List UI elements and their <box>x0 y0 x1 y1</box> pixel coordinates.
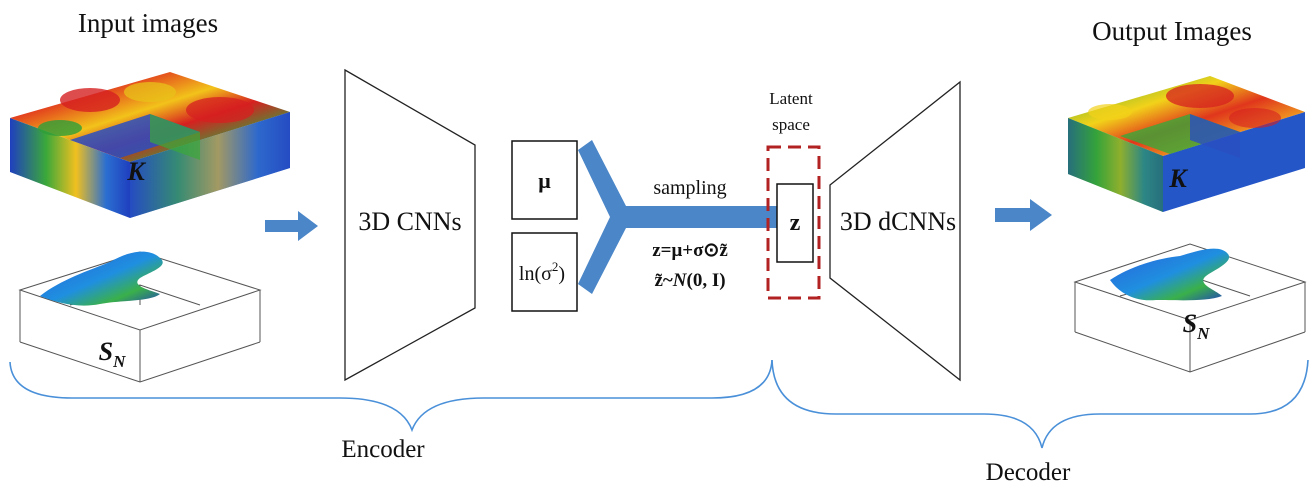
latent-space-label-line1: Latent <box>769 89 813 108</box>
output-sn-block <box>1073 243 1307 373</box>
decoder-block-label: 3D dCNNs <box>840 207 956 236</box>
input-sn-label: SN <box>99 337 126 371</box>
decoder-brace <box>771 359 1309 449</box>
sampling-label: sampling <box>653 177 726 199</box>
latent-space-box <box>766 145 821 300</box>
output-sn-blob <box>1110 248 1230 301</box>
input-k-block <box>10 72 290 218</box>
output-sn-label: SN <box>1183 309 1210 343</box>
encoder-label: Encoder <box>341 436 425 463</box>
logvar-box <box>511 232 578 312</box>
z-box <box>776 183 814 263</box>
output-k-block <box>1068 76 1305 212</box>
logvar-label: ln(σ2) <box>519 259 565 285</box>
input-images-title: Input images <box>78 8 218 38</box>
decoder-label: Decoder <box>986 459 1071 486</box>
output-k-label: K <box>1168 164 1188 193</box>
input-k-label: K <box>126 157 146 186</box>
z-label: z <box>790 210 801 236</box>
decoder-trapezoid <box>829 80 961 382</box>
latent-space-label-line2: space <box>772 115 810 134</box>
input-arrow <box>265 211 318 241</box>
encoder-block-label: 3D CNNs <box>358 207 461 236</box>
output-images-title: Output Images <box>1092 16 1252 46</box>
mu-box <box>511 140 578 220</box>
input-sn-blob <box>40 251 163 306</box>
encoder-trapezoid <box>344 68 476 382</box>
encoder-brace <box>9 359 773 433</box>
prior-equation: z̃~N(0, I) <box>654 270 725 291</box>
mu-label: μ <box>538 168 551 193</box>
sampling-merge <box>578 140 780 294</box>
reparam-equation: z=μ+σ⊙z̃ <box>652 240 728 261</box>
output-arrow <box>995 199 1052 231</box>
